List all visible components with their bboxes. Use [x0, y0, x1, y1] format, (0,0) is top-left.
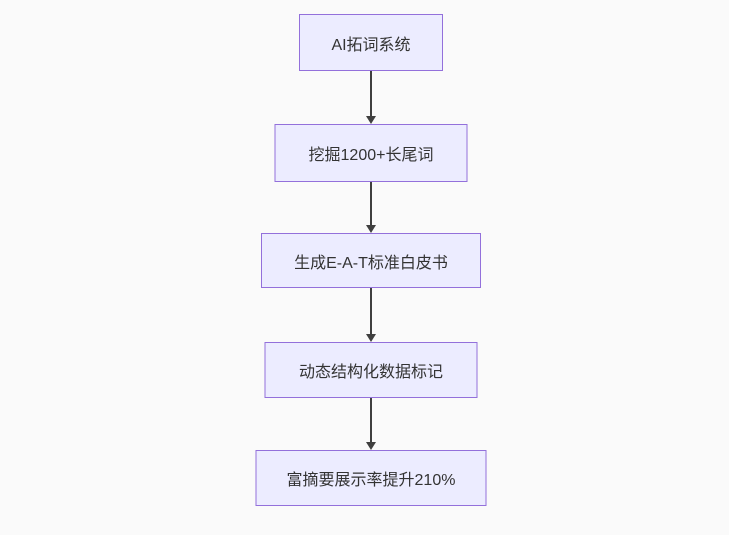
flow-node-rich-snippet-rate-increase: 富摘要展示率提升210% [255, 450, 487, 506]
flow-node-dynamic-structured-data-markup: 动态结构化数据标记 [264, 342, 478, 398]
flow-arrow-1 [365, 71, 377, 124]
flow-node-label: 动态结构化数据标记 [298, 364, 443, 381]
flow-node-ai-word-expansion-system: AI拓词系统 [299, 14, 443, 71]
arrow-line [370, 182, 372, 225]
flow-node-label: AI拓词系统 [331, 36, 411, 54]
arrowhead-down-icon [366, 334, 376, 342]
arrowhead-down-icon [366, 225, 376, 233]
flow-arrow-3 [365, 288, 377, 342]
arrow-line [370, 398, 372, 442]
flow-node-label: 挖掘1200+长尾词 [308, 147, 434, 164]
flow-node-label: 生成E-A-T标准白皮书 [294, 254, 448, 272]
flow-node-generate-eat-whitepaper: 生成E-A-T标准白皮书 [261, 233, 481, 288]
arrow-line [370, 71, 372, 116]
arrow-line [370, 288, 372, 334]
flow-node-mine-longtail-keywords: 挖掘1200+长尾词 [274, 124, 468, 182]
flow-arrow-4 [365, 398, 377, 450]
arrowhead-down-icon [366, 442, 376, 450]
arrowhead-down-icon [366, 116, 376, 124]
flow-node-label: 富摘要展示率提升210% [286, 472, 456, 489]
flow-arrow-2 [365, 182, 377, 233]
